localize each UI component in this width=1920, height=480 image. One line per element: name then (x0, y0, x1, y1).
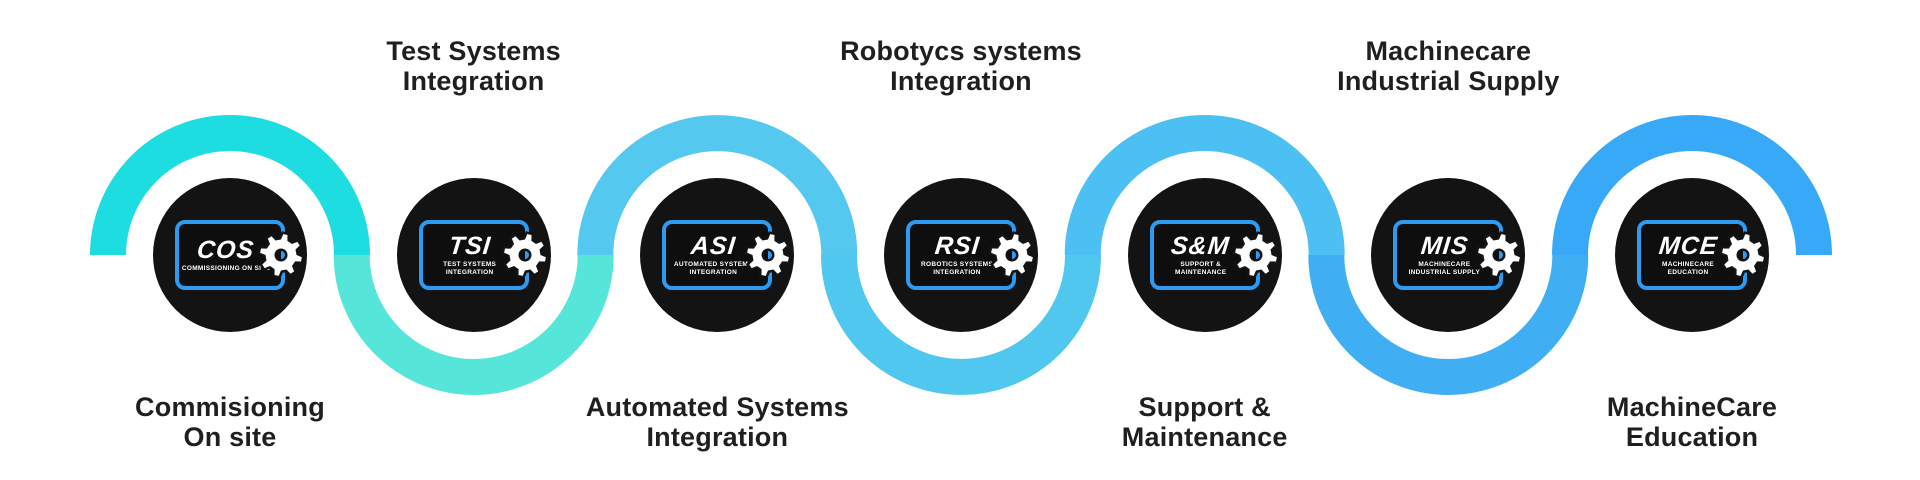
gear-icon (1719, 231, 1767, 279)
label-sm: Support & Maintenance (1121, 392, 1288, 452)
badge-abbr-tsi: TSI (447, 232, 493, 260)
wave-arc-rsi (821, 254, 1101, 395)
label-mis: Machinecare Industrial Supply (1337, 36, 1560, 96)
wave-arc-mis (1308, 254, 1589, 395)
badge-abbr-sm: S&M (1169, 232, 1232, 260)
gear-icon (257, 231, 305, 279)
wave-arc-sm (1064, 115, 1345, 256)
wave-arc-mce (1552, 115, 1832, 256)
label-rsi: Robotycs systems Integration (840, 36, 1082, 96)
badge-abbr-cos: COS (195, 235, 257, 264)
label-cos: Commisioning On site (135, 392, 325, 452)
badge-abbr-mis: MIS (1419, 232, 1470, 260)
gear-icon (1475, 231, 1524, 279)
badge-subtitle-mce: MACHINECARE EDUCATION (1661, 261, 1715, 276)
wave-arc-tsi (333, 254, 614, 395)
badge-abbr-mce: MCE (1657, 232, 1719, 260)
gear-icon (1231, 231, 1280, 279)
label-mce: MachineCare Education (1606, 392, 1778, 452)
badge-subtitle-mis: MACHINECARE INDUSTRIAL SUPPLY (1408, 261, 1481, 276)
label-tsi: Test Systems Integration (386, 36, 561, 96)
wave-arc-cos (90, 115, 370, 256)
badge-subtitle-rsi: ROBOTICS SYSTEMS INTEGRATION (921, 261, 993, 276)
badge-subtitle-tsi: TEST SYSTEMS INTEGRATION (443, 261, 497, 276)
gear-icon (744, 231, 793, 279)
badge-abbr-asi: ASI (689, 232, 738, 260)
gear-icon (500, 231, 549, 279)
badge-subtitle-asi: AUTOMATED SYSTEMS INTEGRATION (673, 261, 753, 276)
gear-icon (988, 231, 1036, 279)
badge-subtitle-sm: SUPPORT & MAINTENANCE (1175, 261, 1227, 276)
badge-abbr-rsi: RSI (933, 232, 981, 260)
wave-arc-asi (577, 115, 858, 256)
label-asi: Automated Systems Integration (585, 392, 849, 452)
